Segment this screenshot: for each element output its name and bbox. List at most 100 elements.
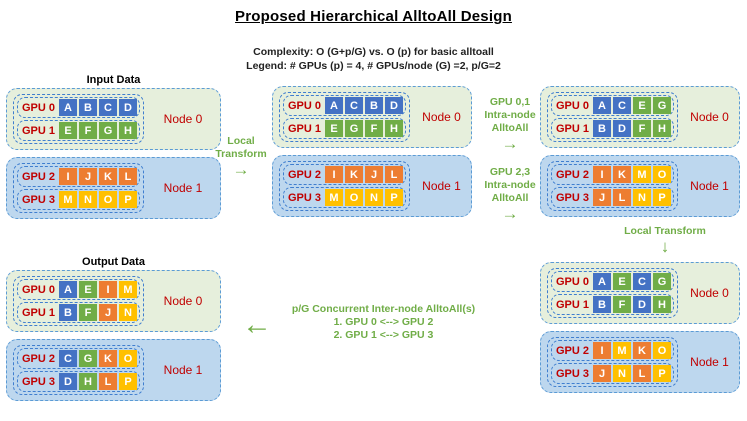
data-cell: D (385, 97, 404, 114)
data-cell: J (593, 365, 612, 382)
data-cell: N (79, 191, 98, 208)
gpu-label: GPU 3 (22, 193, 56, 206)
data-cell: P (119, 373, 138, 390)
data-cell: M (633, 166, 652, 183)
gpu-label: GPU 2 (22, 170, 56, 183)
intra-node-23-line3: AlltoAll (491, 192, 529, 204)
data-cell: A (59, 281, 78, 298)
data-cell: N (365, 189, 384, 206)
data-cell: G (345, 120, 364, 137)
data-cell: B (79, 99, 98, 116)
data-cell: M (59, 191, 78, 208)
data-cell: A (325, 97, 344, 114)
gpu-label: GPU 2 (22, 352, 56, 365)
data-cell: P (653, 365, 672, 382)
data-cell: B (365, 97, 384, 114)
data-cell: D (119, 99, 138, 116)
node-name-label: Node 0 (163, 294, 203, 308)
arrow-left-icon: ← (242, 308, 272, 341)
annotation-intra-node-23: GPU 2,3 Intra-node AlltoAll → (474, 166, 546, 222)
gpu-label: GPU 0 (22, 101, 56, 114)
data-cell: K (99, 350, 118, 367)
data-cell: I (59, 168, 78, 185)
gpu-label: GPU 0 (288, 99, 322, 112)
data-cell: K (99, 168, 118, 185)
local-transform-label-line1: Local (227, 135, 255, 147)
data-cell: A (59, 99, 78, 116)
gpu-label: GPU 3 (288, 191, 322, 204)
node-name-label: Node 0 (163, 112, 203, 126)
local-transform-label-line2: Transform (215, 148, 267, 160)
data-cell: O (119, 350, 138, 367)
gpu-label: GPU 1 (288, 122, 322, 135)
gpu-label: GPU 2 (556, 344, 590, 357)
gpu-label: GPU 3 (22, 375, 56, 388)
gpu-label: GPU 1 (22, 306, 56, 319)
data-cell: G (99, 122, 118, 139)
intra-node-23-line2: Intra-node (484, 179, 536, 191)
arrow-right-icon: → (501, 134, 519, 153)
inter-node-line3: 2. GPU 1 <--> GPU 3 (333, 329, 434, 341)
arrow-down-icon: ↓ (660, 237, 670, 256)
page-title: Proposed Hierarchical AlltoAll Design (235, 8, 512, 25)
annotation-inter-node: p/G Concurrent Inter-node AlltoAll(s) 1.… (276, 303, 491, 342)
data-cell: L (613, 189, 632, 206)
data-cell: K (633, 342, 652, 359)
intra-node-01-line3: AlltoAll (491, 122, 529, 134)
data-cell: F (613, 296, 632, 313)
complexity-line: Complexity: O (G+p/G) vs. O (p) for basi… (253, 46, 494, 58)
data-cell: M (613, 342, 632, 359)
data-cell: I (593, 342, 612, 359)
data-cell: H (385, 120, 404, 137)
data-cell: P (119, 191, 138, 208)
data-cell: H (653, 296, 672, 313)
data-cell: N (119, 304, 138, 321)
data-cell: B (593, 296, 612, 313)
intra-node-23-line1: GPU 2,3 (489, 166, 531, 178)
data-cell: C (633, 273, 652, 290)
node-name-label: Node 1 (163, 181, 203, 195)
gpu-label: GPU 0 (22, 283, 56, 296)
data-cell: C (345, 97, 364, 114)
data-cell: O (99, 191, 118, 208)
data-cell: E (613, 273, 632, 290)
data-cell: N (613, 365, 632, 382)
data-cell: E (325, 120, 344, 137)
intra-node-01-line1: GPU 0,1 (489, 96, 531, 108)
data-cell: D (633, 296, 652, 313)
node-name-label: Node 1 (690, 179, 729, 193)
data-cell: L (119, 168, 138, 185)
data-cell: F (365, 120, 384, 137)
data-cell: H (653, 120, 672, 137)
